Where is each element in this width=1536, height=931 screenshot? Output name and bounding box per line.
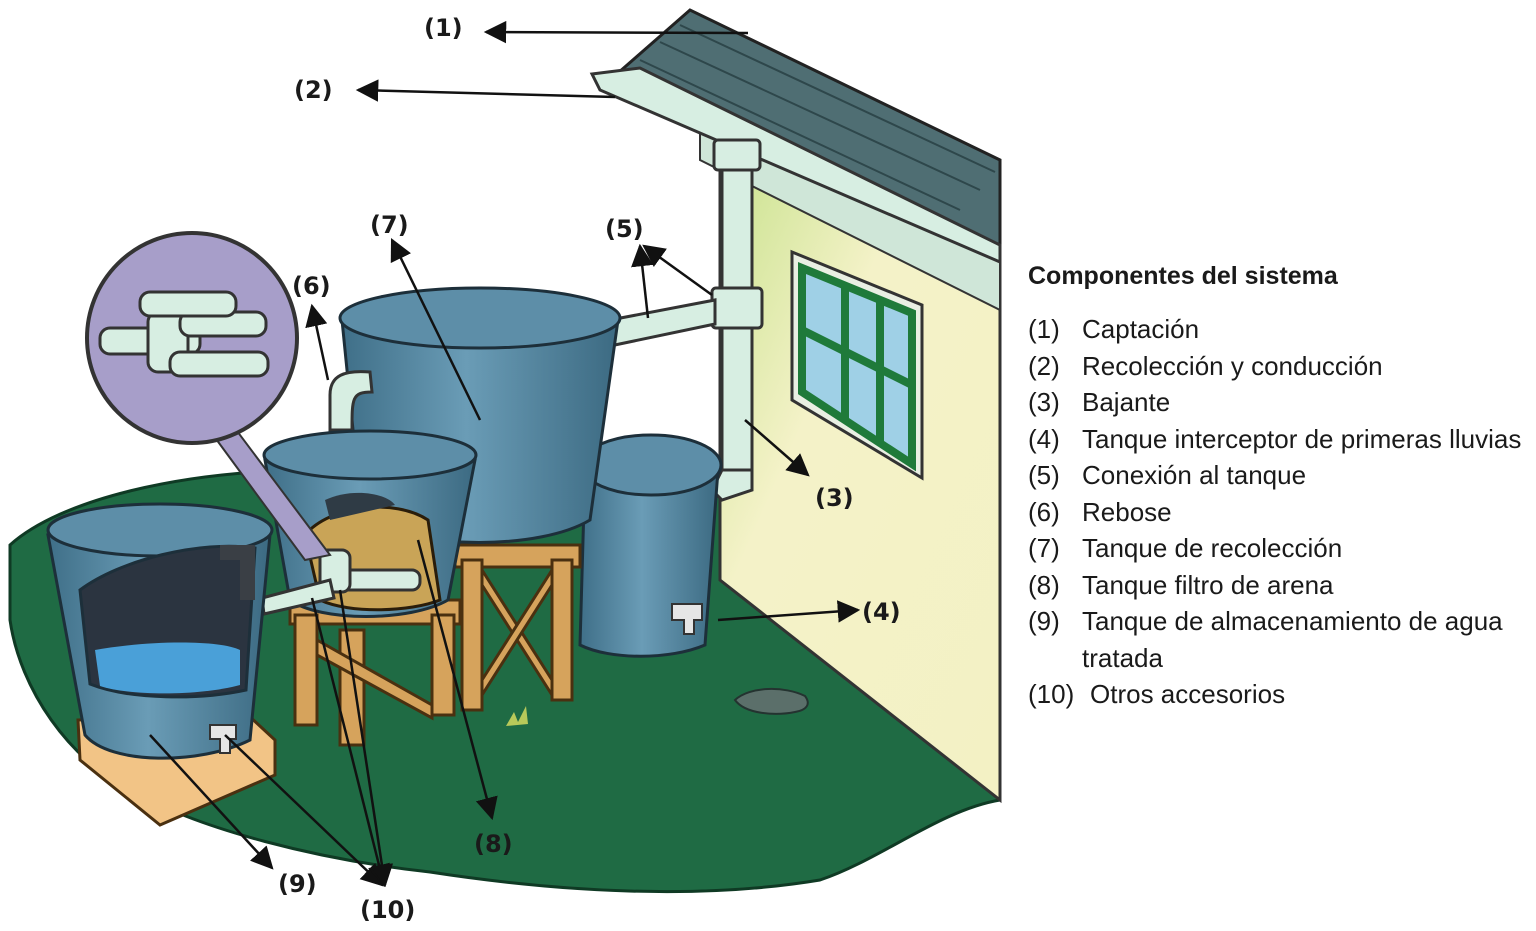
arrow-3	[744, 419, 810, 477]
treated-water	[95, 642, 240, 694]
legend-item: (1) Captación	[1028, 311, 1528, 348]
sand-filter-tank	[262, 429, 478, 618]
legend-number: (2)	[1028, 350, 1060, 381]
arrow-1	[483, 20, 749, 44]
rock	[733, 687, 809, 715]
fittings-detail-bubble	[85, 231, 332, 562]
legend-list: (1) Captación (2) Recolección y conducción…	[1028, 311, 1528, 713]
legend-item: (3) Bajante	[1028, 384, 1528, 421]
legend: Componentes del sistema (1) Captación (2)…	[1028, 262, 1528, 713]
legend-item: (9) Tanque de almacenamiento de agua trat…	[1028, 603, 1528, 676]
callout-5: (5)	[605, 215, 644, 243]
legend-text: Captación	[1082, 314, 1200, 344]
legend-number: (9)	[1028, 606, 1060, 636]
callout-10: (10)	[360, 896, 415, 924]
overflow-pipe	[328, 370, 374, 432]
legend-text: Bajante	[1082, 387, 1171, 417]
legend-text: Tanque de almacenamiento de agua tratada	[1082, 606, 1503, 673]
arrow-7	[390, 237, 482, 421]
legend-text: Conexión al tanque	[1082, 460, 1307, 490]
downpipe-cap	[712, 138, 762, 172]
legend-text: Tanque interceptor de primeras lluvias	[1082, 423, 1522, 454]
arrow-10c	[338, 589, 394, 888]
callout-3: (3)	[815, 484, 854, 512]
arrow-6	[305, 303, 330, 381]
callout-7: (7)	[370, 211, 409, 239]
legend-number: (1)	[1028, 314, 1060, 344]
pipe-tee	[710, 286, 764, 330]
legend-number: (3)	[1028, 387, 1060, 417]
legend-text: Tanque de recolección	[1082, 533, 1343, 563]
filter-fittings	[318, 548, 422, 594]
storage-tank	[46, 502, 274, 760]
legend-text: Tanque filtro de arena	[1082, 569, 1334, 600]
gutter	[589, 66, 1002, 265]
callout-8: (8)	[474, 830, 513, 858]
arrow-10a	[224, 734, 384, 887]
legend-item: (4) Tanque interceptor de primeras lluvia…	[1028, 421, 1528, 458]
connection-pipe	[608, 298, 717, 348]
callout-6: (6)	[292, 272, 331, 300]
callout-9: (9)	[278, 870, 317, 898]
arrow-2	[355, 79, 616, 102]
legend-text: Recolección y conducción	[1082, 350, 1383, 381]
callout-1: (1)	[424, 14, 463, 42]
legend-text: Otros accesorios	[1090, 679, 1286, 709]
legend-number: (5)	[1028, 460, 1060, 490]
collection-tank-stand	[453, 543, 582, 712]
legend-item: (6) Rebose	[1028, 494, 1528, 531]
legend-text: Rebose	[1082, 496, 1172, 527]
first-flush-tank	[578, 433, 723, 658]
callout-2: (2)	[294, 76, 333, 104]
legend-item: (7) Tanque de recolección	[1028, 530, 1528, 567]
legend-number: (6)	[1028, 496, 1060, 527]
legend-number: (7)	[1028, 533, 1060, 563]
legend-item: (5) Conexión al tanque	[1028, 457, 1528, 494]
legend-number: (8)	[1028, 569, 1060, 600]
arrow-9	[149, 734, 274, 870]
arrow-5a	[631, 243, 654, 319]
grass-tuft	[506, 706, 528, 726]
window	[790, 249, 924, 481]
legend-title: Componentes del sistema	[1028, 262, 1338, 290]
legend-item: (8) Tanque filtro de arena	[1028, 567, 1528, 604]
legend-item: (10) Otros accesorios	[1028, 676, 1528, 713]
arrow-5b	[642, 244, 713, 297]
legend-number: (4)	[1028, 423, 1060, 454]
legend-item: (2) Recolección y conducción	[1028, 348, 1528, 385]
legend-number: (10)	[1028, 679, 1075, 709]
arrow-8	[416, 539, 498, 821]
arrow-4	[717, 600, 861, 623]
callout-4: (4)	[862, 598, 901, 626]
arrow-10b	[310, 597, 390, 888]
